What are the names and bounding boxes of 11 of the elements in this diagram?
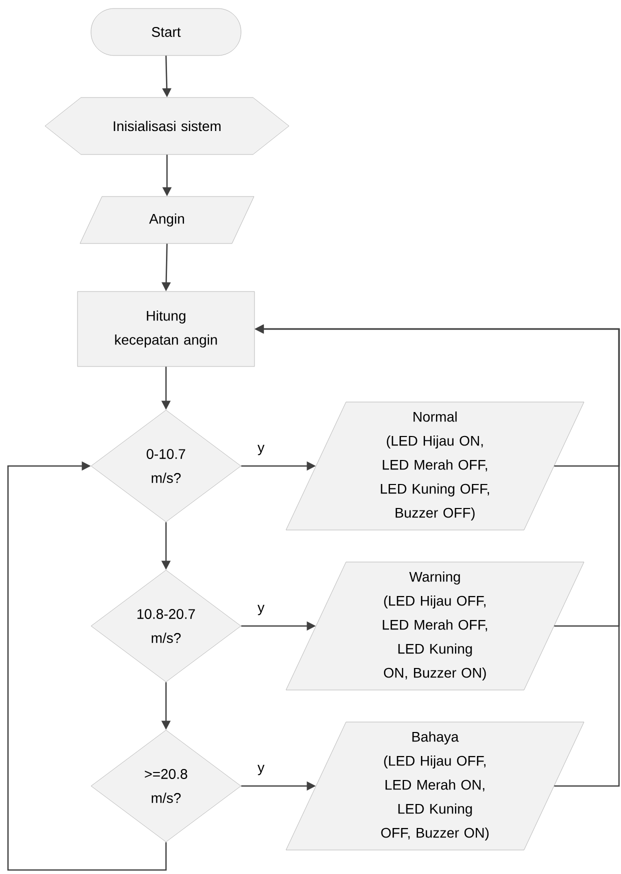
edge-label: y — [256, 444, 266, 456]
edge-label: y — [256, 764, 266, 776]
preparation-hexagon: Inisialisasi sistem — [44, 97, 290, 155]
process-box: Hitung kecepatan angin — [77, 291, 255, 367]
data-parallelogram: Normal (LED Hijau ON, LED Merah OFF, LED Kuning OFF, Buzzer OFF) — [286, 402, 584, 530]
arrow — [7, 461, 167, 871]
start-terminal: Start — [90, 8, 242, 56]
data-parallelogram: Bahaya (LED Hijau OFF, LED Merah ON, LED Kuning OFF, Buzzer ON) — [286, 722, 584, 850]
data-parallelogram: Warning (LED Hijau OFF, LED Merah OFF, LED Kuning ON, Buzzer ON) — [286, 562, 584, 690]
edge-label: y — [256, 604, 266, 616]
data-parallelogram: Angin — [80, 196, 254, 244]
